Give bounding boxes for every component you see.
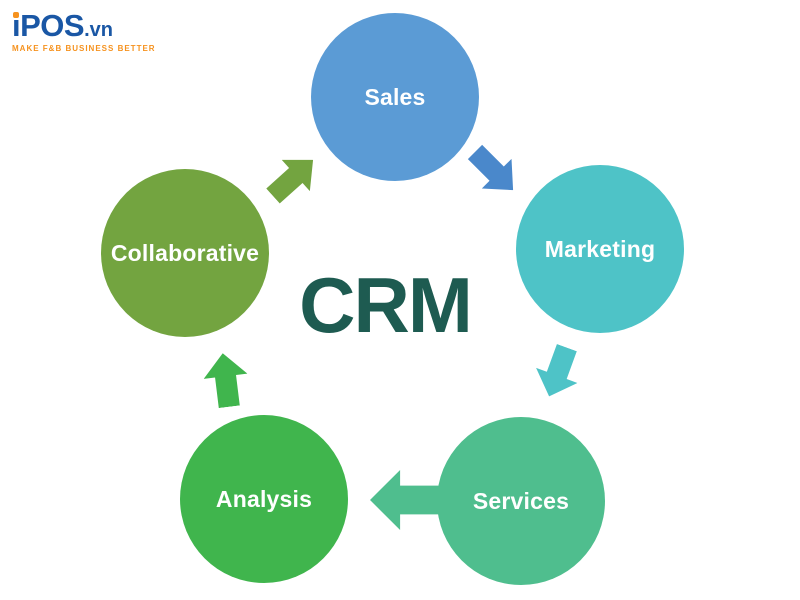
arrow-analysis-to-collaborative-icon bbox=[201, 351, 251, 410]
logo-pos-text: POS bbox=[20, 8, 85, 43]
diagram-center-label: CRM bbox=[299, 261, 473, 349]
arrow-marketing-to-services-icon bbox=[528, 340, 587, 404]
logo-domain-text: .vn bbox=[84, 19, 113, 41]
ipos-logo: i POS .vn MAKE F&B BUSINESS BETTER bbox=[12, 10, 156, 53]
node-services: Services bbox=[437, 417, 605, 585]
node-marketing: Marketing bbox=[516, 165, 684, 333]
node-collaborative-label: Collaborative bbox=[110, 239, 260, 266]
arrow-sales-to-marketing-icon bbox=[460, 137, 528, 205]
node-analysis: Analysis bbox=[180, 415, 348, 583]
node-collaborative: Collaborative bbox=[101, 169, 269, 337]
logo-letter-i: i bbox=[12, 8, 21, 43]
node-marketing-label: Marketing bbox=[544, 235, 656, 262]
node-analysis-label: Analysis bbox=[215, 485, 313, 512]
logo-tagline: MAKE F&B BUSINESS BETTER bbox=[12, 44, 156, 53]
node-services-label: Services bbox=[472, 487, 570, 514]
arrow-services-to-analysis-icon bbox=[370, 470, 440, 530]
arrow-collaborative-to-sales-icon bbox=[259, 144, 327, 211]
node-sales: Sales bbox=[311, 13, 479, 181]
logo-wordmark: i POS .vn bbox=[12, 10, 156, 41]
node-sales-label: Sales bbox=[364, 83, 426, 110]
